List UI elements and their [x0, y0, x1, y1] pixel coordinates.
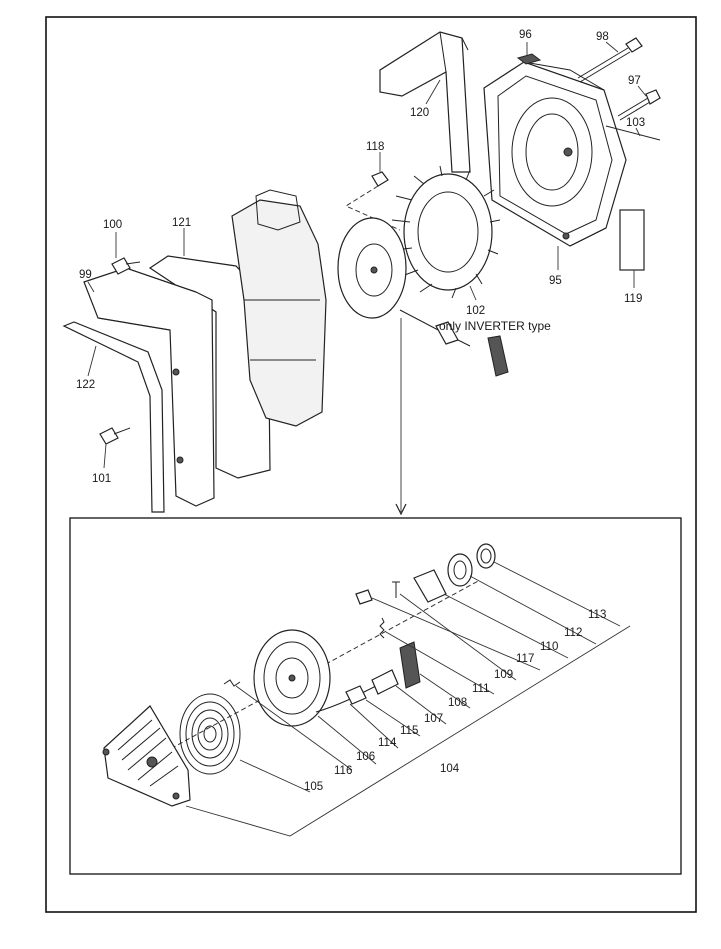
starter-handle-lower	[399, 641, 421, 689]
part-112-washer	[447, 553, 473, 587]
leader-99	[87, 281, 95, 293]
leader-104-bracket	[185, 625, 631, 837]
label-103: 103	[626, 117, 645, 129]
detail-frame	[69, 517, 682, 875]
part-119-pad	[619, 209, 645, 271]
label-117: 117	[516, 653, 534, 665]
label-97: 97	[628, 75, 641, 87]
leader-108	[419, 673, 471, 709]
leader-98	[605, 41, 619, 53]
leader-115	[365, 699, 421, 737]
part-97-bolt	[617, 89, 661, 121]
part-96-cap	[516, 53, 542, 65]
leader-107	[395, 685, 447, 725]
leader-112	[469, 575, 597, 645]
label-102: 102	[466, 305, 485, 317]
part-113-ring	[476, 543, 496, 569]
label-109: 109	[494, 669, 513, 681]
leader-109	[399, 593, 517, 681]
recoil-spring	[179, 693, 241, 775]
leader-111	[385, 631, 495, 695]
label-107: 107	[424, 713, 443, 725]
engine-block	[231, 189, 327, 427]
label-95: 95	[549, 275, 562, 287]
label-108: 108	[448, 697, 467, 709]
label-96: 96	[519, 29, 532, 41]
label-120: 120	[410, 107, 429, 119]
part-103-rod	[605, 125, 661, 141]
part-120-l-strip	[379, 31, 471, 173]
label-101: 101	[92, 473, 111, 485]
label-112: 112	[564, 627, 582, 639]
label-116: 116	[334, 765, 352, 777]
label-115: 115	[400, 725, 418, 737]
label-121: 121	[172, 217, 191, 229]
starter-handle-upper	[399, 309, 509, 377]
part-116-small-spring	[223, 679, 241, 687]
label-104: 104	[440, 763, 460, 775]
label-118: 118	[366, 141, 384, 153]
label-105: 105	[304, 781, 323, 793]
label-99: 99	[79, 269, 92, 281]
starter-rope	[315, 669, 399, 713]
part-100-bolt	[111, 257, 141, 275]
part-121-engine-cover	[148, 255, 271, 479]
label-111: 111	[472, 683, 489, 695]
leader-110	[443, 593, 569, 659]
detail-arrow-head	[395, 503, 407, 516]
dashed-guide-118	[344, 185, 401, 231]
part-111-spring	[379, 617, 385, 639]
label-110: 110	[540, 641, 558, 653]
leader-122	[87, 345, 97, 377]
leader-102	[469, 285, 477, 301]
part-118-bolt	[371, 171, 389, 187]
leader-97	[637, 85, 647, 97]
label-122: 122	[76, 379, 95, 391]
part-109-pin	[392, 581, 400, 598]
label-114: 114	[378, 737, 397, 749]
label-106: 106	[356, 751, 375, 763]
part-122-frame-strip	[62, 321, 165, 513]
leader-101	[103, 443, 107, 469]
part-110-guide	[413, 569, 447, 603]
label-113: 113	[588, 609, 606, 621]
part-99-side-frame	[83, 267, 215, 507]
starter-cover-lower	[102, 705, 191, 807]
part-98-bolt	[577, 37, 643, 83]
label-98: 98	[596, 31, 609, 43]
part-117-pawl	[355, 589, 373, 605]
leader-103	[635, 127, 641, 137]
part-labels: 96 98 97 103 120 118 95 119 102 only INV…	[76, 29, 645, 793]
leader-120	[425, 79, 441, 105]
leader-116	[235, 685, 353, 771]
part-102-fan	[391, 165, 501, 299]
inverter-note: only INVERTER type	[439, 319, 551, 333]
starter-pulley	[253, 629, 331, 727]
leader-114	[349, 703, 399, 749]
starter-cover-upper	[337, 217, 407, 319]
leader-105	[239, 759, 311, 793]
leader-117	[371, 597, 541, 671]
leader-113	[493, 561, 621, 627]
label-100: 100	[103, 219, 122, 231]
part-95-fan-housing	[483, 61, 627, 247]
leader-106	[317, 715, 377, 765]
outer-frame	[45, 16, 697, 913]
part-101-bolt	[99, 427, 131, 445]
label-119: 119	[624, 293, 642, 305]
